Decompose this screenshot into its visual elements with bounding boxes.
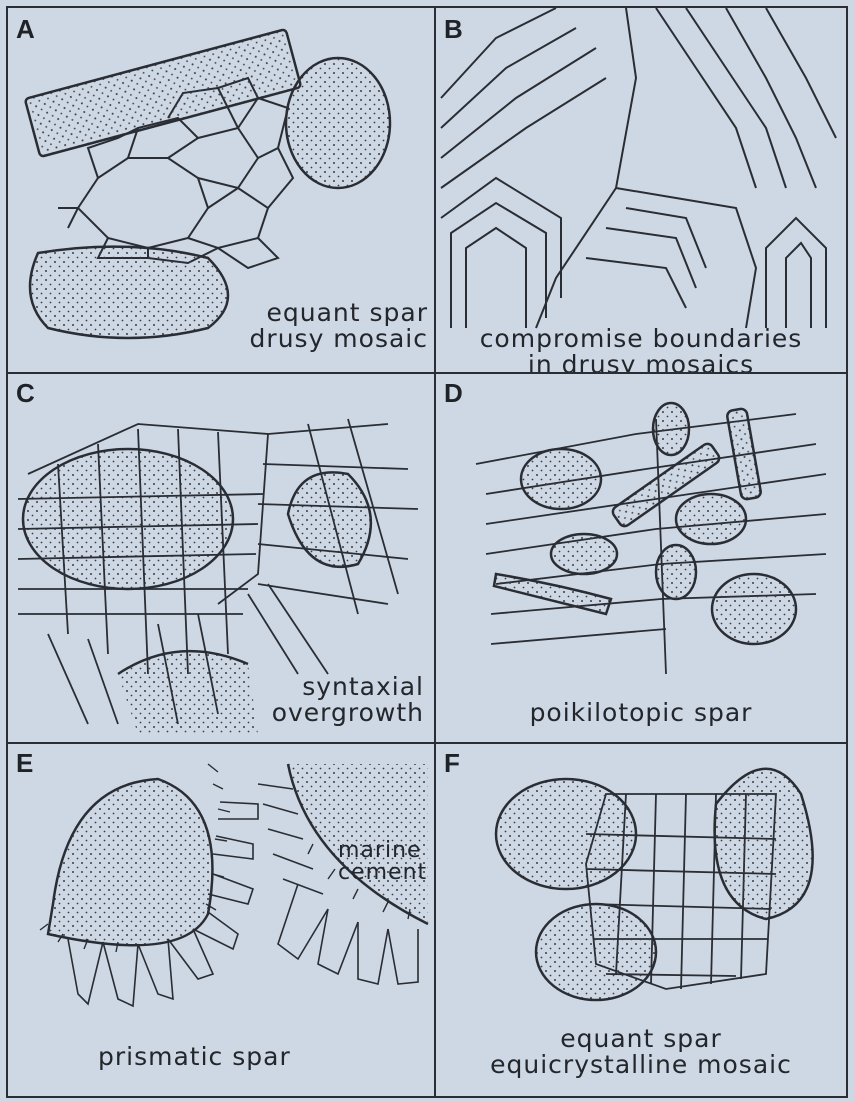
caption-line-1: equant spar [250, 300, 428, 326]
panel-caption: compromise boundaries in drusy mosaics [436, 326, 846, 372]
caption-line-2: overgrowth [272, 700, 424, 726]
poikilotopic-spar-drawing [436, 374, 846, 742]
panel-a: A equant spar drusy mosaic [8, 8, 434, 372]
panel-c: C syntaxial overgrowth [8, 374, 434, 742]
marine-cement-label: marine cement [338, 840, 427, 884]
panel-caption: equant spar drusy mosaic [250, 300, 428, 353]
caption-line-1: prismatic spar [98, 1044, 291, 1070]
caption-line-1: poikilotopic spar [436, 700, 846, 726]
panel-f: F equant spar equicrystalline mosaic [436, 744, 846, 1096]
compromise-boundaries-drawing [436, 8, 846, 372]
panel-letter: C [16, 380, 35, 406]
panel-caption: poikilotopic spar [436, 700, 846, 726]
caption-line-2: equicrystalline mosaic [436, 1052, 846, 1078]
panel-d: D poikilotopic spar [436, 374, 846, 742]
panel-caption: prismatic spar [98, 1044, 291, 1070]
panel-letter: B [444, 16, 463, 42]
panel-letter: F [444, 750, 460, 776]
caption-line-2: in drusy mosaics [436, 352, 846, 372]
panel-b: B compromise boundaries in drusy mosaics [436, 8, 846, 372]
caption-line-1: compromise boundaries [436, 326, 846, 352]
label-line-2: cement [338, 862, 427, 884]
panel-letter: A [16, 16, 35, 42]
panel-letter: D [444, 380, 463, 406]
label-line-1: marine [338, 840, 427, 862]
panel-letter: E [16, 750, 33, 776]
caption-line-1: equant spar [436, 1026, 846, 1052]
caption-line-1: syntaxial [272, 674, 424, 700]
panel-caption: equant spar equicrystalline mosaic [436, 1026, 846, 1079]
panel-caption: syntaxial overgrowth [272, 674, 424, 727]
panel-e: E marine cement prismatic spar [8, 744, 434, 1096]
caption-line-2: drusy mosaic [250, 326, 428, 352]
